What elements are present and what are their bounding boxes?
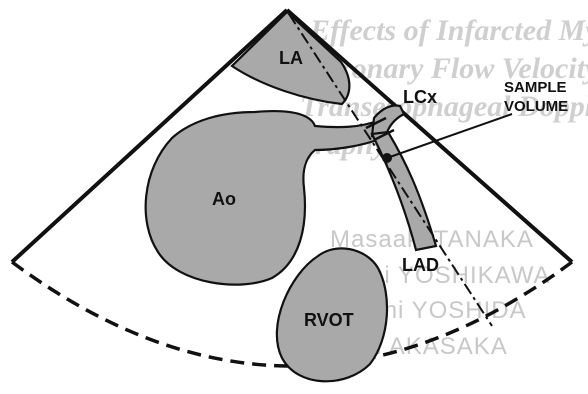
label-rvot: RVOT xyxy=(304,310,354,330)
label-sample-volume-1: SAMPLE xyxy=(504,79,567,96)
label-lad: LAD xyxy=(402,255,439,275)
label-ao: Ao xyxy=(212,189,236,209)
label-la: LA xyxy=(279,48,303,68)
bleed-line-1: Effects of Infarcted Myocardium on xyxy=(309,14,588,47)
label-lcx: LCx xyxy=(403,87,437,107)
label-sample-volume-2: VOLUME xyxy=(504,98,568,115)
